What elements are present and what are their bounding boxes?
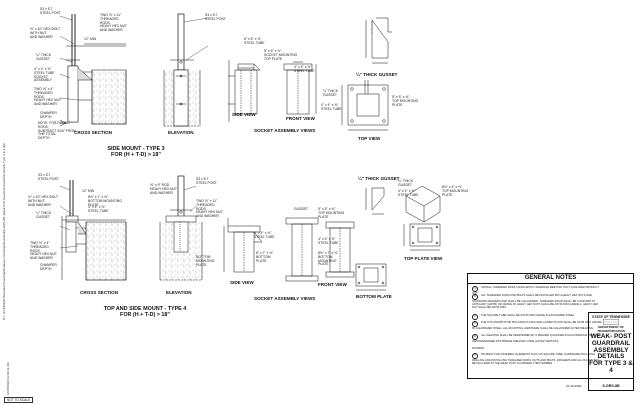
- type4-bottom-plate: [355, 263, 387, 291]
- t3-front-view-caption: FRONT VIEW: [286, 116, 315, 121]
- type3-side-view: [228, 60, 261, 122]
- t4-plate-r-label: 8½" x 4" x ⅜" TOP MOUNTING PLATE: [442, 185, 469, 197]
- type4-front-view: [285, 217, 355, 282]
- type3-elevation: [163, 13, 201, 127]
- t3-section-title: SIDE MOUNT - TYPE 3 FOR (H + T-D) > 18": [107, 146, 165, 159]
- t3-steel-tube-label: 4" x 4" x ⅜" STEEL TUBE SOCKET ASSEMBLY: [34, 67, 55, 83]
- general-notes-divider: [468, 283, 633, 284]
- t4-bottom-mount-plate-label: 8½" x 7" x ⅜" BOTTOM MOUNTING PLATE: [318, 251, 339, 267]
- t4-socket-views-caption: SOCKET ASSEMBLY VIEWS: [254, 296, 316, 301]
- t4-post-right-label: S3 x 5.7 STEEL POST: [196, 177, 217, 185]
- t4-threaded-right-label: ⅝" x 9" ROD HEAVY HEX NUT AND WASHER: [150, 183, 178, 195]
- t3-socket-mounting-label: 5" x 5" x ⅜" SOCKET MOUNTING TOP PLATE: [264, 49, 298, 61]
- type4-elevation: [159, 175, 203, 281]
- t3-post-right-label: S3 x 5.7 STEEL POST: [205, 13, 226, 21]
- sheet-number: S-GRS-8B: [602, 384, 620, 388]
- t3-side-view-caption: SIDE VIEW: [232, 112, 256, 117]
- t4-top-mounting-label: 5" x 5" x ⅜" TOP MOUNTING PLATE: [318, 207, 345, 219]
- t3-threaded-top-label: TWO ⅝" x 11" THREADED RODS, HEAVY HEX NU…: [100, 13, 128, 33]
- t3-gusset-label: ¼" THICK GUSSET: [36, 53, 52, 61]
- type3-top-view: [341, 80, 389, 131]
- t4-tube-r-label: 4" x 4" x ⅜" STEEL TUBE: [398, 189, 419, 197]
- t4-elevation-caption: ELEVATION: [166, 290, 192, 295]
- t3-socket-views-caption: SOCKET ASSEMBLY VIEWS: [254, 128, 316, 133]
- t4-side-view-caption: SIDE VIEW: [230, 280, 254, 285]
- type3-gusset: [365, 17, 392, 64]
- state-name: STATE OF TENNESSEE: [592, 315, 630, 319]
- t3-note-label: NOTE: FOR ROUND RODS, SUBTRACT 3/16" FRO…: [38, 121, 76, 141]
- t4-tube-front-label: 4" x 4" x ⅜" STEEL TUBE: [254, 231, 275, 239]
- t3-top-view-caption: TOP VIEW: [358, 136, 381, 141]
- t4-tube-label: 4" x 4" x ⅜" STEEL TUBE: [88, 205, 109, 213]
- t4-section-title: TOP AND SIDE MOUNT - TYPE 4 FOR (H + T-D…: [103, 306, 187, 319]
- department-name: DEPARTMENT OF TRANSPORTATION: [597, 325, 625, 333]
- type4-gusset: [365, 187, 385, 215]
- t4-bottom-plate-caption: BOTTOM PLATE: [356, 294, 392, 299]
- t4-gusset-label: ¼" THICK GUSSET: [36, 211, 52, 219]
- t3-12min-dim: 12" MIN: [84, 37, 97, 41]
- type3-cross-section: [59, 14, 127, 127]
- drawing-title: WEAK- POST GUARDRAIL ASSEMBLY DETAILS FO…: [589, 333, 633, 374]
- t3-chamfer-label: CHAMFER DEPTH: [40, 111, 57, 119]
- t3-steel-post-label: S3 x 5.7 STEEL POST: [40, 7, 61, 15]
- t4-bottom-mounting-label: BOTTOM MOUNTING PLATE: [196, 255, 215, 267]
- t3-threaded-rods-label: TWO ⅝" x 4" THREADED RODS, HEAVY HEX NUT…: [34, 87, 62, 107]
- not-to-scale-label: NOT TO SCALE: [4, 397, 34, 403]
- t3-gusset-caption: ¼" THICK GUSSET: [356, 72, 398, 77]
- t4-mounting-plate-label: 8½" x 7" x ⅜" BOTTOM MOUNTING PLATE: [88, 195, 122, 207]
- type4-top-plate-view: [403, 185, 441, 251]
- t3-bolt-label: ⅝" x 10" HEX BOLT WITH NUT AND WASHER: [30, 27, 61, 39]
- t4-bolt-label: ⅝" x 10" HEX BOLT WITH NUT AND WASHER: [28, 195, 59, 207]
- t4-12min-dim: 12" MIN: [82, 189, 95, 193]
- type4-cross-section: [61, 180, 127, 281]
- t3-elevation-caption: ELEVATION: [168, 130, 194, 135]
- standard-drawing-seal-icon: [603, 319, 619, 325]
- t3-tube-front-label: 4" x 4" x ⅜" STEEL TUBE: [294, 65, 315, 73]
- t3-top-plate-label: 5" x 5" x ⅜" TOP MOUNTING PLATE: [392, 95, 419, 107]
- type4-side-view: [223, 218, 263, 273]
- payment-heading: PAYMENT: [472, 347, 485, 350]
- t4-steel-post-label: S3 x 5.7 STEEL POST: [38, 173, 59, 181]
- t4-bottom-plate-label: 8" x 7" x ⅜" BOTTOM PLATE: [256, 251, 274, 263]
- t4-rods-right-label: TWO ⅝" x 11" THREADED RODS, HEAVY HEX NU…: [196, 199, 224, 219]
- t3-top-tube-label: 4" x 4" x ⅜" STEEL TUBE: [321, 103, 342, 111]
- t4-tube-front2-label: 4" x 4" x ⅜" STEEL TUBE: [318, 237, 339, 245]
- t3-cross-section-caption: CROSS SECTION: [74, 130, 113, 135]
- type3-front-view: [283, 61, 317, 115]
- drawing-date: 10-15-2020: [566, 384, 582, 388]
- t4-top-plate-view-caption: TOP PLATE VIEW: [404, 256, 443, 261]
- t4-threaded-rods-label: TWO ⅝" x 4" THREADED RODS, HEAVY HEX NUT…: [30, 241, 58, 261]
- title-block: STATE OF TENNESSEE DEPARTMENT OF TRANSPO…: [588, 312, 634, 391]
- t4-gusset-caption: ¼" THICK GUSSET: [358, 176, 400, 181]
- general-notes-title: GENERAL NOTES: [524, 275, 577, 281]
- t4-cross-section-caption: CROSS SECTION: [80, 290, 119, 295]
- t4-front-view-caption: FRONT VIEW: [318, 282, 347, 287]
- t4-chamfer-label: CHAMFER DEPTH: [40, 263, 57, 271]
- t3-socket-plate-label: 6" x 6" x ⅜" STEEL TUBE: [244, 37, 265, 45]
- t4-gusset-lbl: GUSSET: [294, 207, 308, 211]
- t3-top-gusset-label: ¼" THICK GUSSET: [323, 89, 339, 97]
- t4-gusset-r-label: ¼" THICK GUSSET: [398, 179, 414, 187]
